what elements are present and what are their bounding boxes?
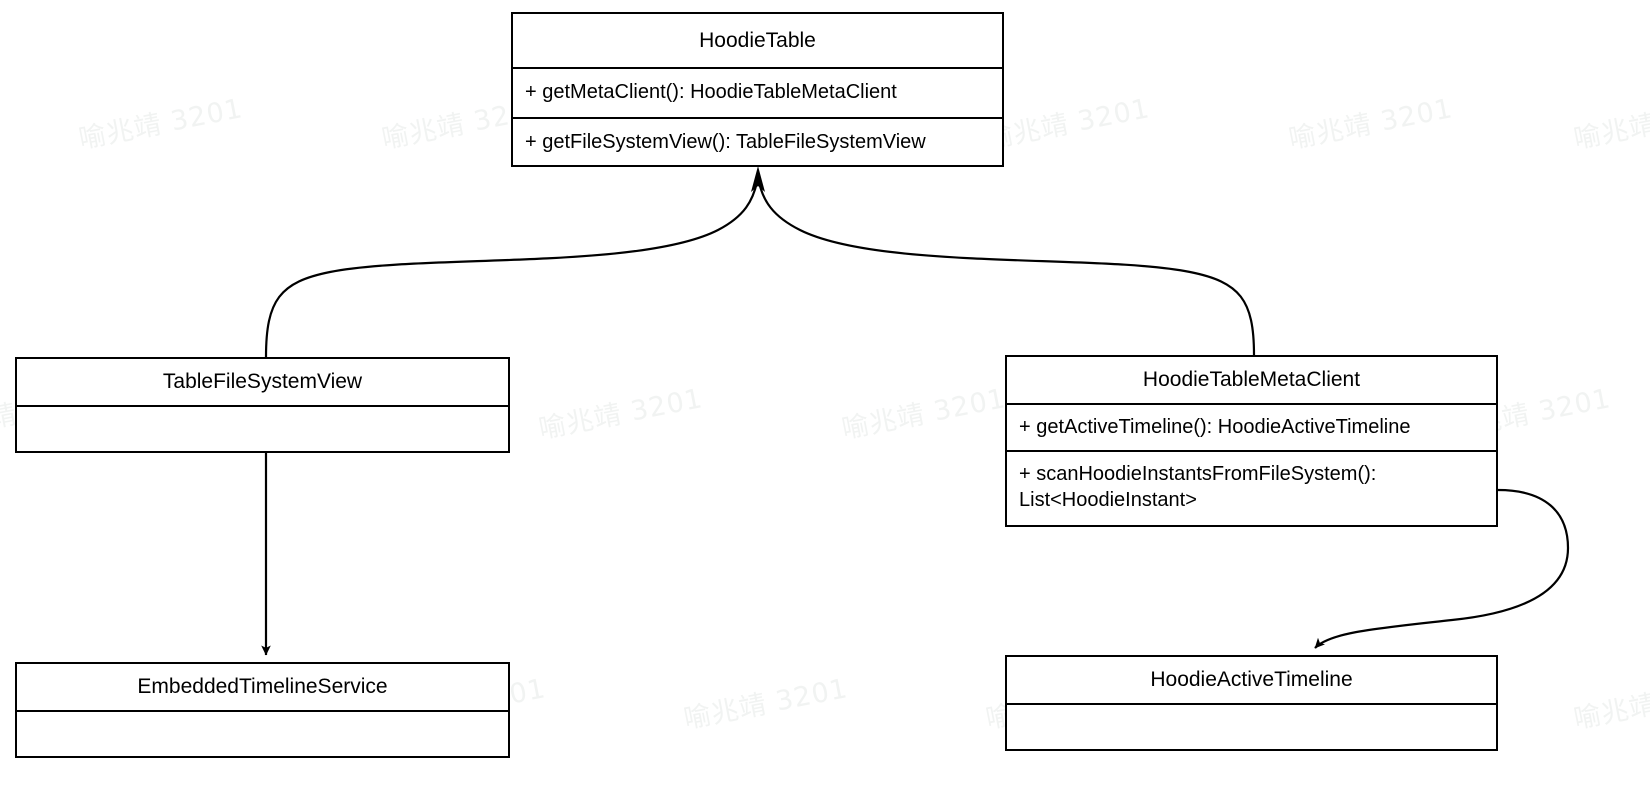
class-method-hoodie-table-meta-client-0: + getActiveTimeline(): HoodieActiveTimel… — [1007, 403, 1496, 450]
edge-hoodietablemetaclient-to-hoodietable — [757, 181, 1256, 356]
watermark-text: 喻兆靖 3201 — [1571, 93, 1650, 156]
class-name-table-file-system-view: TableFileSystemView — [162, 370, 363, 394]
class-box-hoodie-table[interactable]: HoodieTable + getMetaClient(): HoodieTab… — [511, 12, 1004, 167]
arrowhead-hoodietable-inheritance — [751, 166, 765, 192]
class-box-table-file-system-view[interactable]: TableFileSystemView — [15, 357, 510, 453]
watermark-text: 喻兆靖 3201 — [1286, 93, 1456, 156]
class-methods-table-file-system-view — [17, 405, 508, 451]
class-methods-embedded-timeline-service — [17, 710, 508, 756]
class-box-embedded-timeline-service[interactable]: EmbeddedTimelineService — [15, 662, 510, 758]
class-name-hoodie-table: HoodieTable — [699, 28, 816, 52]
class-method-hoodie-table-0: + getMetaClient(): HoodieTableMetaClient — [513, 67, 1002, 117]
class-box-hoodie-active-timeline[interactable]: HoodieActiveTimeline — [1005, 655, 1498, 751]
class-name-hoodie-table-meta-client: HoodieTableMetaClient — [1142, 368, 1361, 392]
class-method-hoodie-table-1: + getFileSystemView(): TableFileSystemVi… — [513, 117, 1002, 167]
watermark-text: 喻兆靖 3201 — [839, 383, 1009, 446]
class-methods-hoodie-active-timeline — [1007, 703, 1496, 749]
class-box-hoodie-table-meta-client[interactable]: HoodieTableMetaClient + getActiveTimelin… — [1005, 355, 1498, 527]
watermark-text: 喻兆靖 3201 — [983, 93, 1153, 156]
edge-tablefilesystemview-to-hoodietable — [264, 181, 759, 358]
class-method-hoodie-table-meta-client-1: + scanHoodieInstantsFromFileSystem(): Li… — [1007, 450, 1496, 525]
watermark-text: 喻兆靖 3201 — [536, 383, 706, 446]
class-name-hoodie-active-timeline: HoodieActiveTimeline — [1150, 668, 1353, 692]
watermark-text: 喻兆靖 3201 — [681, 673, 851, 736]
watermark-text: 喻兆靖 3201 — [76, 93, 246, 156]
class-name-embedded-timeline-service: EmbeddedTimelineService — [137, 675, 388, 699]
watermark-text: 喻兆靖 3201 — [1571, 673, 1650, 736]
